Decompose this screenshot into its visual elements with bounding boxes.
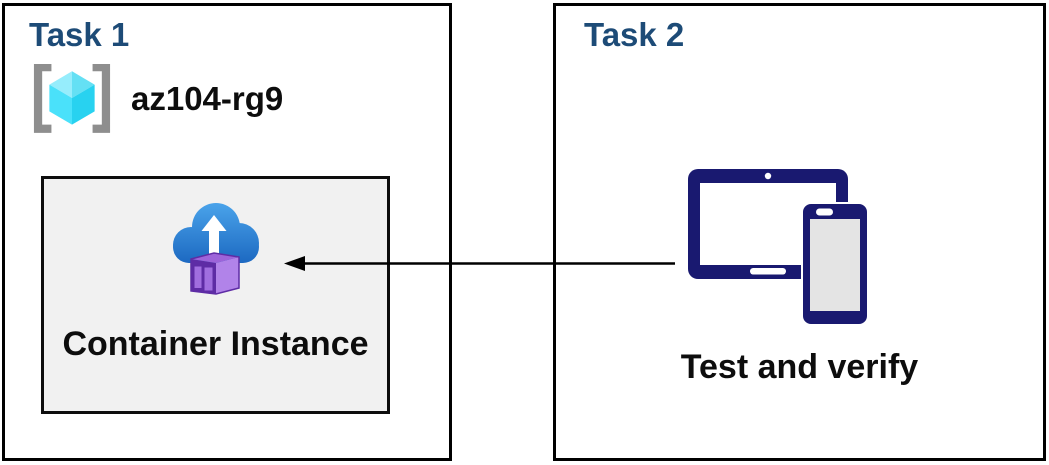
bracket-right-icon xyxy=(92,64,111,133)
container-instance-label: Container Instance xyxy=(62,325,369,363)
resource-group-name: az104-rg9 xyxy=(131,80,284,117)
bracket-left-icon xyxy=(33,64,52,133)
upload-arrow-icon xyxy=(201,215,227,255)
rg-cube-icon xyxy=(49,71,95,125)
container-instances-icon xyxy=(173,203,259,295)
container-box-shape xyxy=(190,252,240,295)
tablet-and-phone-icon xyxy=(688,169,869,326)
task2-title: Task 2 xyxy=(584,16,685,53)
container-instance-card: Container Instance xyxy=(41,176,390,414)
resource-group-icon xyxy=(33,64,111,133)
task1-box: Task 1 az104-rg9 xyxy=(2,3,452,461)
task2-box: Task 2 Test and verify xyxy=(553,3,1046,461)
test-and-verify-label: Test and verify xyxy=(680,348,919,386)
task1-title: Task 1 xyxy=(29,16,130,53)
phone-icon xyxy=(801,202,869,326)
